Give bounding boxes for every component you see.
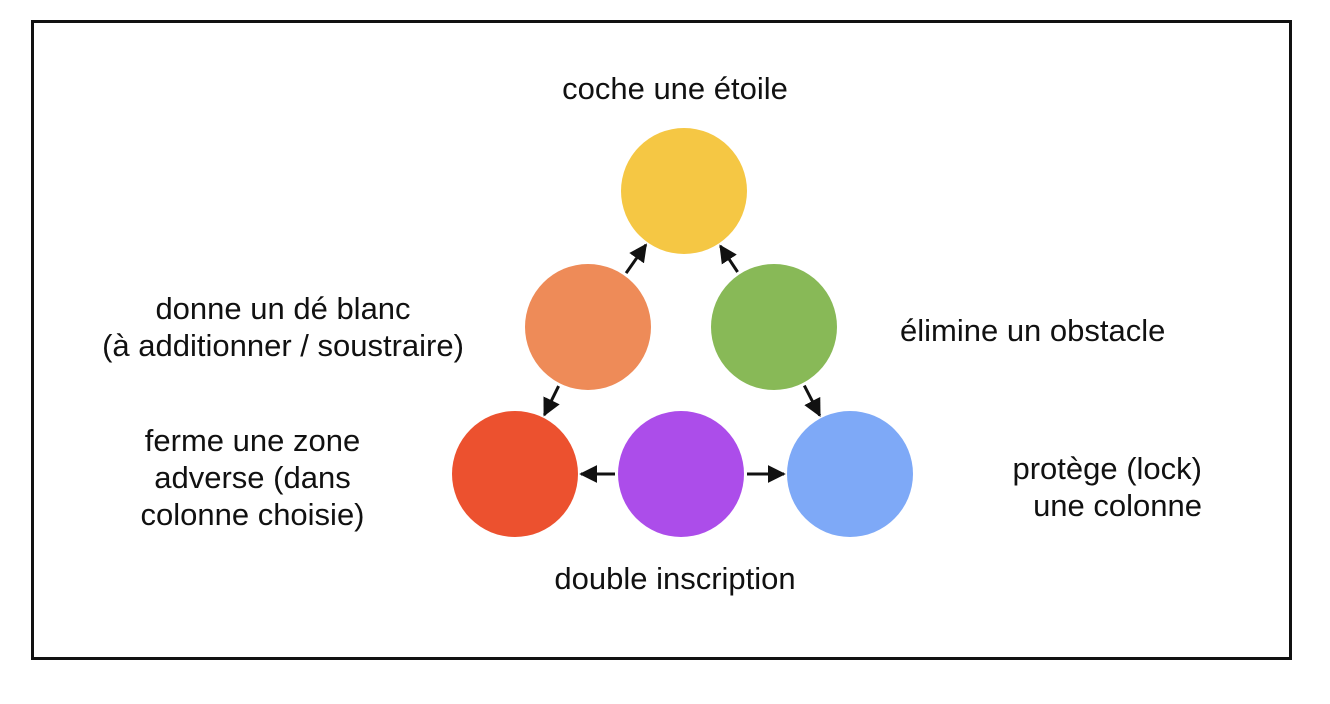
red-node	[452, 411, 578, 537]
green-node	[711, 264, 837, 390]
arrow-green-to-yellow	[719, 244, 739, 273]
label-orange-line-2: (à additionner / soustraire)	[102, 328, 464, 363]
label-purple-line-1: double inscription	[554, 561, 796, 596]
label-red: ferme une zone adverse (dans colonne cho…	[110, 422, 395, 533]
label-yellow-line-1: coche une étoile	[562, 71, 788, 106]
label-blue-line-2: une colonne	[1033, 488, 1202, 523]
arrow-green-to-blue	[802, 384, 822, 417]
label-orange: donne un dé blanc (à additionner / soust…	[68, 290, 498, 364]
blue-node	[787, 411, 913, 537]
orange-node	[525, 264, 651, 390]
yellow-node	[621, 128, 747, 254]
label-red-line-3: colonne choisie)	[140, 497, 365, 532]
arrow-orange-to-yellow	[624, 243, 648, 274]
label-red-line-1: ferme une zone	[144, 423, 361, 458]
node-layer	[452, 128, 913, 537]
label-purple: double inscription	[480, 560, 870, 597]
purple-node	[618, 411, 744, 537]
label-orange-line-1: donne un dé blanc	[155, 291, 411, 326]
label-blue-line-1: protège (lock)	[1012, 451, 1202, 486]
arrow-layer	[543, 243, 822, 483]
label-red-line-2: adverse (dans	[154, 460, 351, 495]
arrow-orange-to-red	[543, 385, 560, 417]
label-green-line-1: élimine un obstacle	[900, 313, 1166, 348]
label-blue: protège (lock) une colonne	[930, 450, 1202, 524]
label-yellow: coche une étoile	[480, 70, 870, 107]
label-green: élimine un obstacle	[900, 312, 1240, 349]
diagram-frame	[31, 20, 1292, 660]
